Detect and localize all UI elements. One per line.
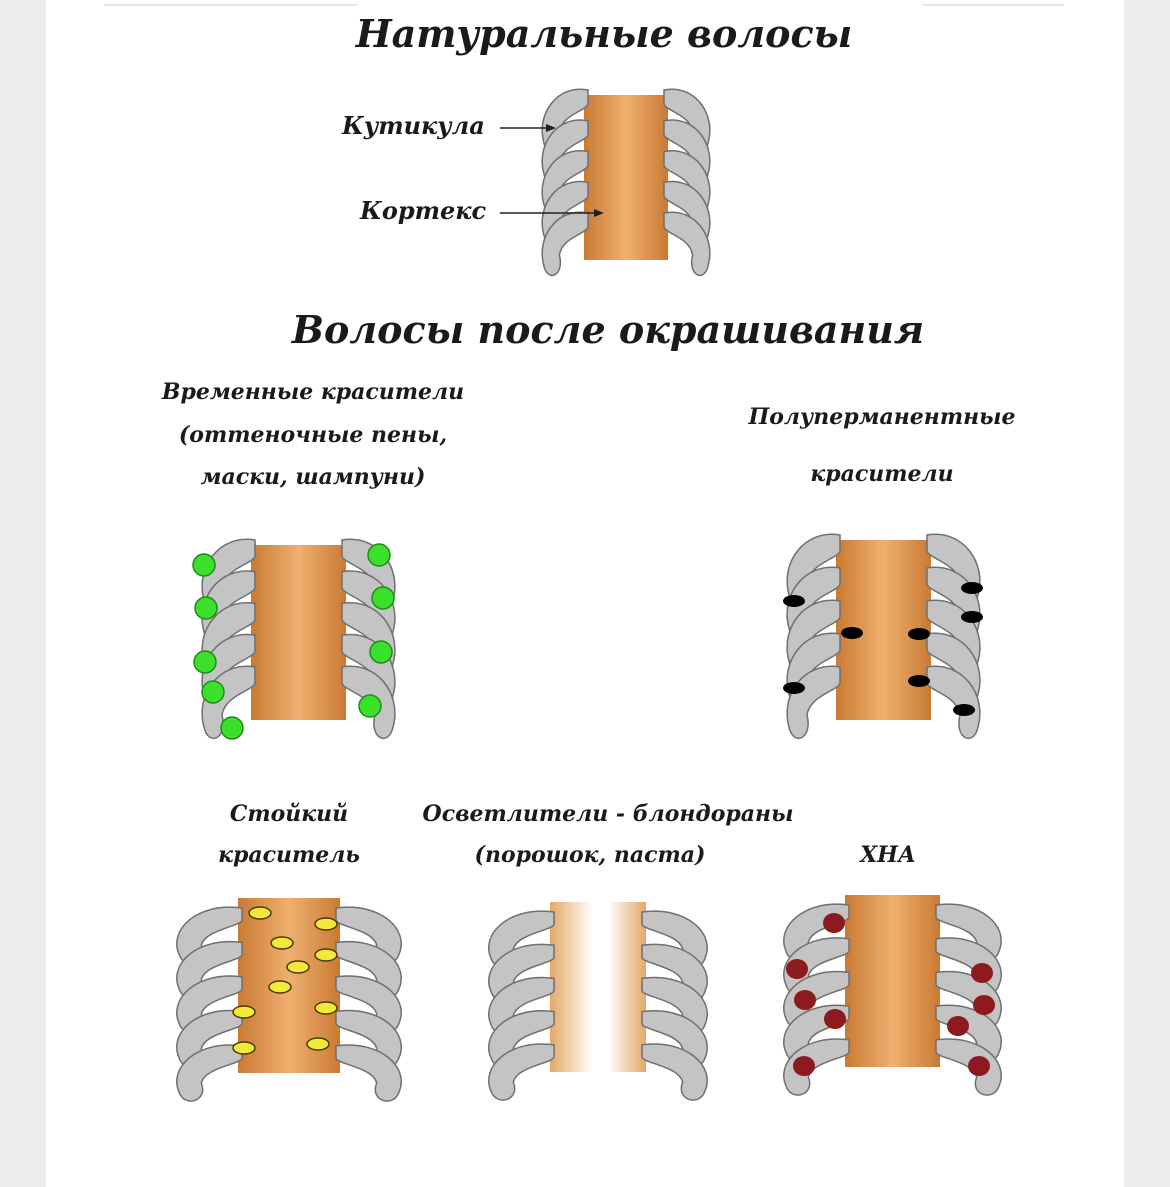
temporary-dye-particle — [193, 650, 217, 674]
hair-diagram-canvas — [104, 4, 1064, 1102]
semipermanent-dye-particle — [953, 704, 975, 716]
bleach-label-line-2: (порошок, паста) — [474, 842, 706, 868]
permanent-dye-molecule — [248, 906, 272, 920]
cuticle-scale — [176, 1044, 243, 1102]
hair-shaft — [251, 545, 346, 720]
subtitle: Волосы после окрашивания — [291, 307, 925, 352]
semipermanent-label-line-2: красители — [810, 461, 954, 487]
cuticle-scale — [335, 1044, 402, 1102]
cuticle-pointer — [500, 124, 556, 132]
semipermanent-dye-particle — [908, 675, 930, 687]
semipermanent-dye-particle — [961, 582, 983, 594]
permanent-label-line-1: Стойкий — [229, 801, 349, 827]
permanent-dye-molecule — [232, 1005, 256, 1019]
hair-semipermanent — [783, 533, 983, 739]
temporary-dye-particle — [201, 680, 225, 704]
hair-permanent — [176, 898, 402, 1102]
henna-label: ХНА — [860, 842, 916, 868]
page-title: Натуральные волосы — [355, 11, 853, 56]
temporary-dye-particle — [192, 553, 216, 577]
temporary-label-line-3: маски, шампуни) — [200, 464, 426, 490]
hair-bleach — [488, 902, 708, 1101]
temporary-dye-particle — [358, 694, 382, 718]
temporary-dye-particle — [369, 640, 393, 664]
hair-shaft — [584, 95, 668, 260]
permanent-dye-molecule — [314, 1001, 338, 1015]
henna-particle — [786, 959, 808, 979]
henna-particle — [794, 990, 816, 1010]
cortex-pointer — [500, 209, 604, 217]
temporary-dye-particle — [367, 543, 391, 567]
temporary-dye-particle — [220, 716, 244, 740]
cuticle-scale — [783, 1038, 850, 1096]
henna-particle — [823, 913, 845, 933]
semipermanent-dye-particle — [961, 611, 983, 623]
permanent-dye-molecule — [314, 948, 338, 962]
cuticle-scale — [926, 665, 981, 739]
cuticle-scale — [541, 211, 589, 277]
semipermanent-dye-particle — [783, 595, 805, 607]
permanent-dye-molecule — [270, 936, 294, 950]
hair-shaft — [845, 895, 940, 1067]
hair-henna — [783, 895, 1002, 1096]
page: Натуральные волосы Кутикула Кортекс Воло… — [46, 0, 1124, 1187]
temporary-label-line-1: Временные красители — [161, 379, 465, 405]
semipermanent-dye-particle — [841, 627, 863, 639]
henna-particle — [947, 1016, 969, 1036]
temporary-dye-particle — [194, 596, 218, 620]
henna-particle — [971, 963, 993, 983]
temporary-label-line-2: (оттеночные пены, — [178, 422, 448, 448]
permanent-label-line-2: краситель — [218, 842, 360, 868]
hair-natural — [541, 88, 711, 277]
semipermanent-dye-particle — [908, 628, 930, 640]
permanent-dye-molecule — [306, 1037, 330, 1051]
semipermanent-label-line-1: Полуперманентные — [748, 404, 1016, 430]
cortex-label: Кортекс — [360, 196, 487, 225]
cuticle-label: Кутикула — [342, 111, 485, 140]
temporary-dye-particle — [371, 586, 395, 610]
cuticle-scale — [641, 1043, 708, 1101]
permanent-dye-molecule — [314, 917, 338, 931]
cuticle-scale — [488, 1043, 555, 1101]
hair-shaft — [550, 902, 646, 1072]
permanent-dye-molecule — [268, 980, 292, 994]
henna-particle — [973, 995, 995, 1015]
semipermanent-dye-particle — [783, 682, 805, 694]
henna-particle — [793, 1056, 815, 1076]
permanent-dye-molecule — [232, 1041, 256, 1055]
hair-temporary — [192, 538, 396, 740]
cuticle-scale — [341, 665, 396, 739]
cuticle-scale — [663, 211, 711, 277]
bleach-label-line-1: Осветлители - блондораны — [422, 801, 794, 827]
henna-particle — [824, 1009, 846, 1029]
henna-particle — [968, 1056, 990, 1076]
permanent-dye-molecule — [286, 960, 310, 974]
